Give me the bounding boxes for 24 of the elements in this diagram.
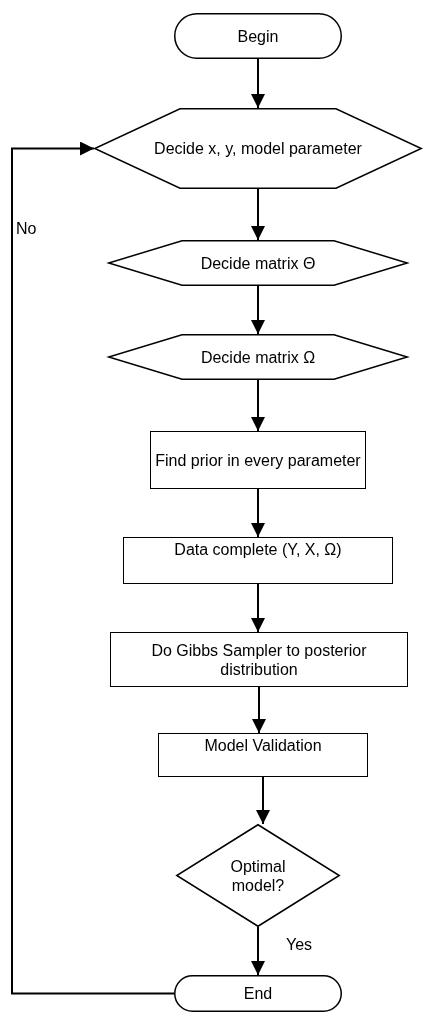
node-text: Do Gibbs Sampler to posterior distribution bbox=[150, 640, 368, 679]
node-text: Data complete (Y, X, Ω) bbox=[174, 540, 342, 559]
arrow bbox=[251, 58, 265, 109]
arrow bbox=[251, 926, 265, 976]
arrow bbox=[251, 285, 265, 335]
process-box bbox=[110, 632, 408, 687]
arrow bbox=[11, 141, 175, 995]
node-text: Model Validation bbox=[204, 736, 322, 755]
node-text: Find prior in every parameter bbox=[155, 450, 361, 470]
arrow bbox=[251, 379, 265, 432]
node-text: Decide matrix Θ bbox=[200, 253, 316, 273]
arrow bbox=[251, 583, 265, 633]
node-text: Optimal model? bbox=[229, 856, 287, 895]
node-text: Begin bbox=[237, 26, 279, 46]
process-box bbox=[123, 537, 393, 584]
arrow bbox=[252, 686, 266, 734]
arrow bbox=[256, 776, 270, 825]
process-box bbox=[158, 733, 368, 777]
node-text: Decide x, y, model parameter bbox=[154, 139, 362, 158]
arrow bbox=[251, 188, 265, 241]
arrow bbox=[251, 488, 265, 538]
process-box bbox=[150, 431, 366, 489]
node-text: End bbox=[243, 984, 273, 1003]
node-text: Decide matrix Ω bbox=[200, 347, 316, 367]
